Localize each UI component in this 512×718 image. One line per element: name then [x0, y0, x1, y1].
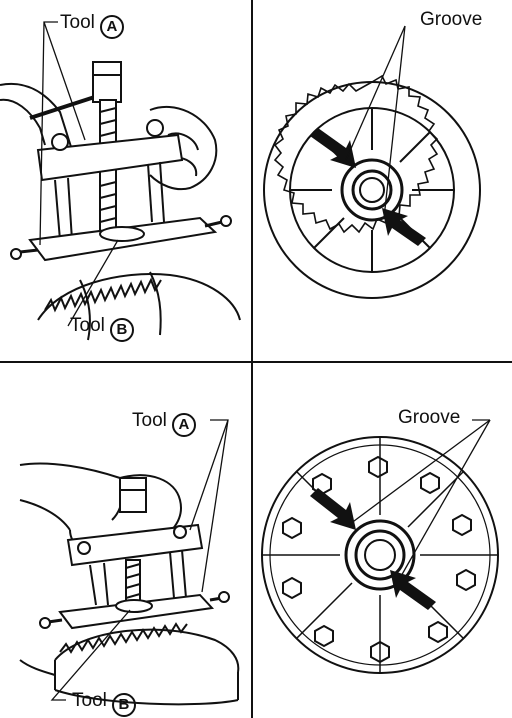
groove-label-text: Groove	[398, 407, 461, 428]
bolt-head-icon	[282, 576, 302, 600]
label-groove-bottom: Groove	[398, 408, 460, 427]
top-left-puller-illustration	[0, 61, 241, 341]
arrow-upper-left-icon	[310, 128, 356, 168]
bottom-right-ring-gear	[261, 436, 499, 674]
right-hand-sketch	[149, 105, 218, 191]
label-groove-top: Groove	[420, 10, 482, 29]
groove-arrows-top	[310, 128, 426, 246]
leader-lines-bottom-left	[50, 419, 229, 701]
tool-label-text: Tool	[60, 12, 95, 33]
bolt-head-icon	[456, 568, 476, 592]
circle-a-badge: A	[171, 413, 196, 437]
bolt-head-icon	[314, 624, 334, 648]
bolt-head-icon	[368, 455, 388, 479]
groove-label-text: Groove	[420, 9, 483, 30]
gear-teeth-top-right	[273, 74, 439, 234]
arrow-upper-left-icon	[310, 488, 356, 530]
tool-label-text: Tool	[72, 690, 107, 711]
leader-lines-top-right	[345, 25, 406, 219]
gear-teeth-top-left	[44, 277, 162, 313]
arrow-lower-right-icon	[390, 570, 436, 610]
leader-lines-bottom-right	[349, 419, 491, 586]
leader-lines-top-left	[39, 21, 119, 327]
circle-b-badge: B	[111, 693, 136, 717]
circle-b-badge: B	[109, 318, 134, 342]
tool-label-text: Tool	[132, 410, 167, 431]
gear-teeth-bottom-left	[59, 622, 188, 654]
bolt-head-icon	[452, 513, 472, 537]
bolt-head-icon	[282, 516, 302, 540]
bolt-head-icon	[428, 620, 448, 644]
arrow-lower-right-icon	[382, 208, 426, 246]
tool-label-text: Tool	[70, 315, 105, 336]
circle-a-badge: A	[99, 15, 124, 39]
bolt-head-icon	[420, 471, 440, 495]
left-hand-sketch	[0, 82, 73, 151]
top-right-ring-gear	[263, 74, 481, 299]
groove-arrows-bottom	[310, 488, 436, 610]
bottom-left-puller-illustration	[19, 462, 240, 706]
